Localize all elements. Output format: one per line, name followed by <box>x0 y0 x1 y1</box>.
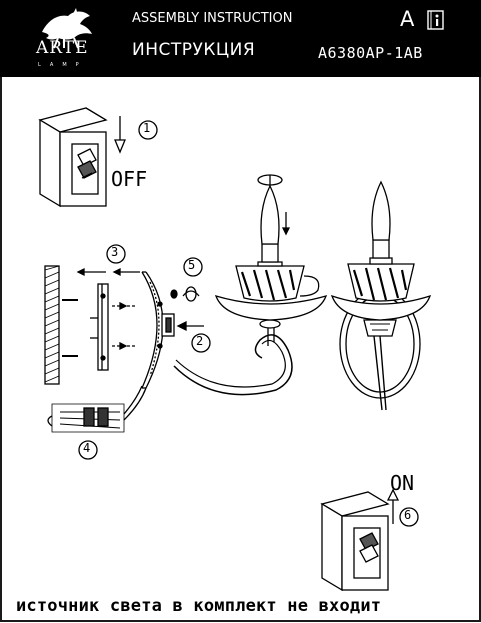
step-5-circle <box>183 257 203 277</box>
step-6-number: 6 <box>404 508 412 522</box>
step-4-number: 4 <box>83 441 91 455</box>
wall-hatch <box>44 265 60 385</box>
step-1-circle <box>138 120 158 140</box>
header-bar: ARTE LAMP ASSEMBLY INSTRUCTION ИНСТРУКЦИ… <box>0 0 481 77</box>
mounting-bracket <box>90 283 136 371</box>
griffin-logo-icon <box>42 8 92 49</box>
model-number: A6380AP-1AB <box>318 44 423 62</box>
decorative-cap-icon <box>170 286 200 302</box>
arrows-to-wall-icon <box>76 267 140 277</box>
title-russian: ИНСТРУКЦИЯ <box>132 40 256 60</box>
off-label: OFF <box>111 167 148 191</box>
canopy <box>141 271 175 389</box>
header-letter: A <box>400 7 415 31</box>
lamp-front-view <box>330 180 432 411</box>
footer-note: источник света в комплект не входит <box>16 596 382 616</box>
title-english: ASSEMBLY INSTRUCTION <box>132 11 293 26</box>
step-2-number: 2 <box>196 334 204 348</box>
step-3-number: 3 <box>111 245 119 259</box>
on-arrow-icon <box>386 488 400 524</box>
lamp-arm-side <box>173 319 293 396</box>
brand-name: ARTE <box>36 38 89 58</box>
step-3-circle <box>106 244 126 264</box>
diagram-frame <box>0 77 481 622</box>
info-book-icon <box>427 10 444 30</box>
step-4-circle <box>78 440 98 460</box>
step-2-circle <box>191 333 211 353</box>
brand-subtitle: LAMP <box>38 62 88 68</box>
screw-arrow-icon <box>176 320 204 332</box>
step-5-number: 5 <box>188 258 196 272</box>
lamp-cup-side <box>214 174 328 321</box>
off-arrow-icon <box>114 116 126 154</box>
step-6-circle <box>399 507 419 527</box>
wiring-block <box>47 385 147 433</box>
switch-on-box <box>320 491 390 592</box>
step-1-number: 1 <box>143 121 151 135</box>
switch-off-box <box>38 107 108 208</box>
on-label: ON <box>390 471 415 495</box>
